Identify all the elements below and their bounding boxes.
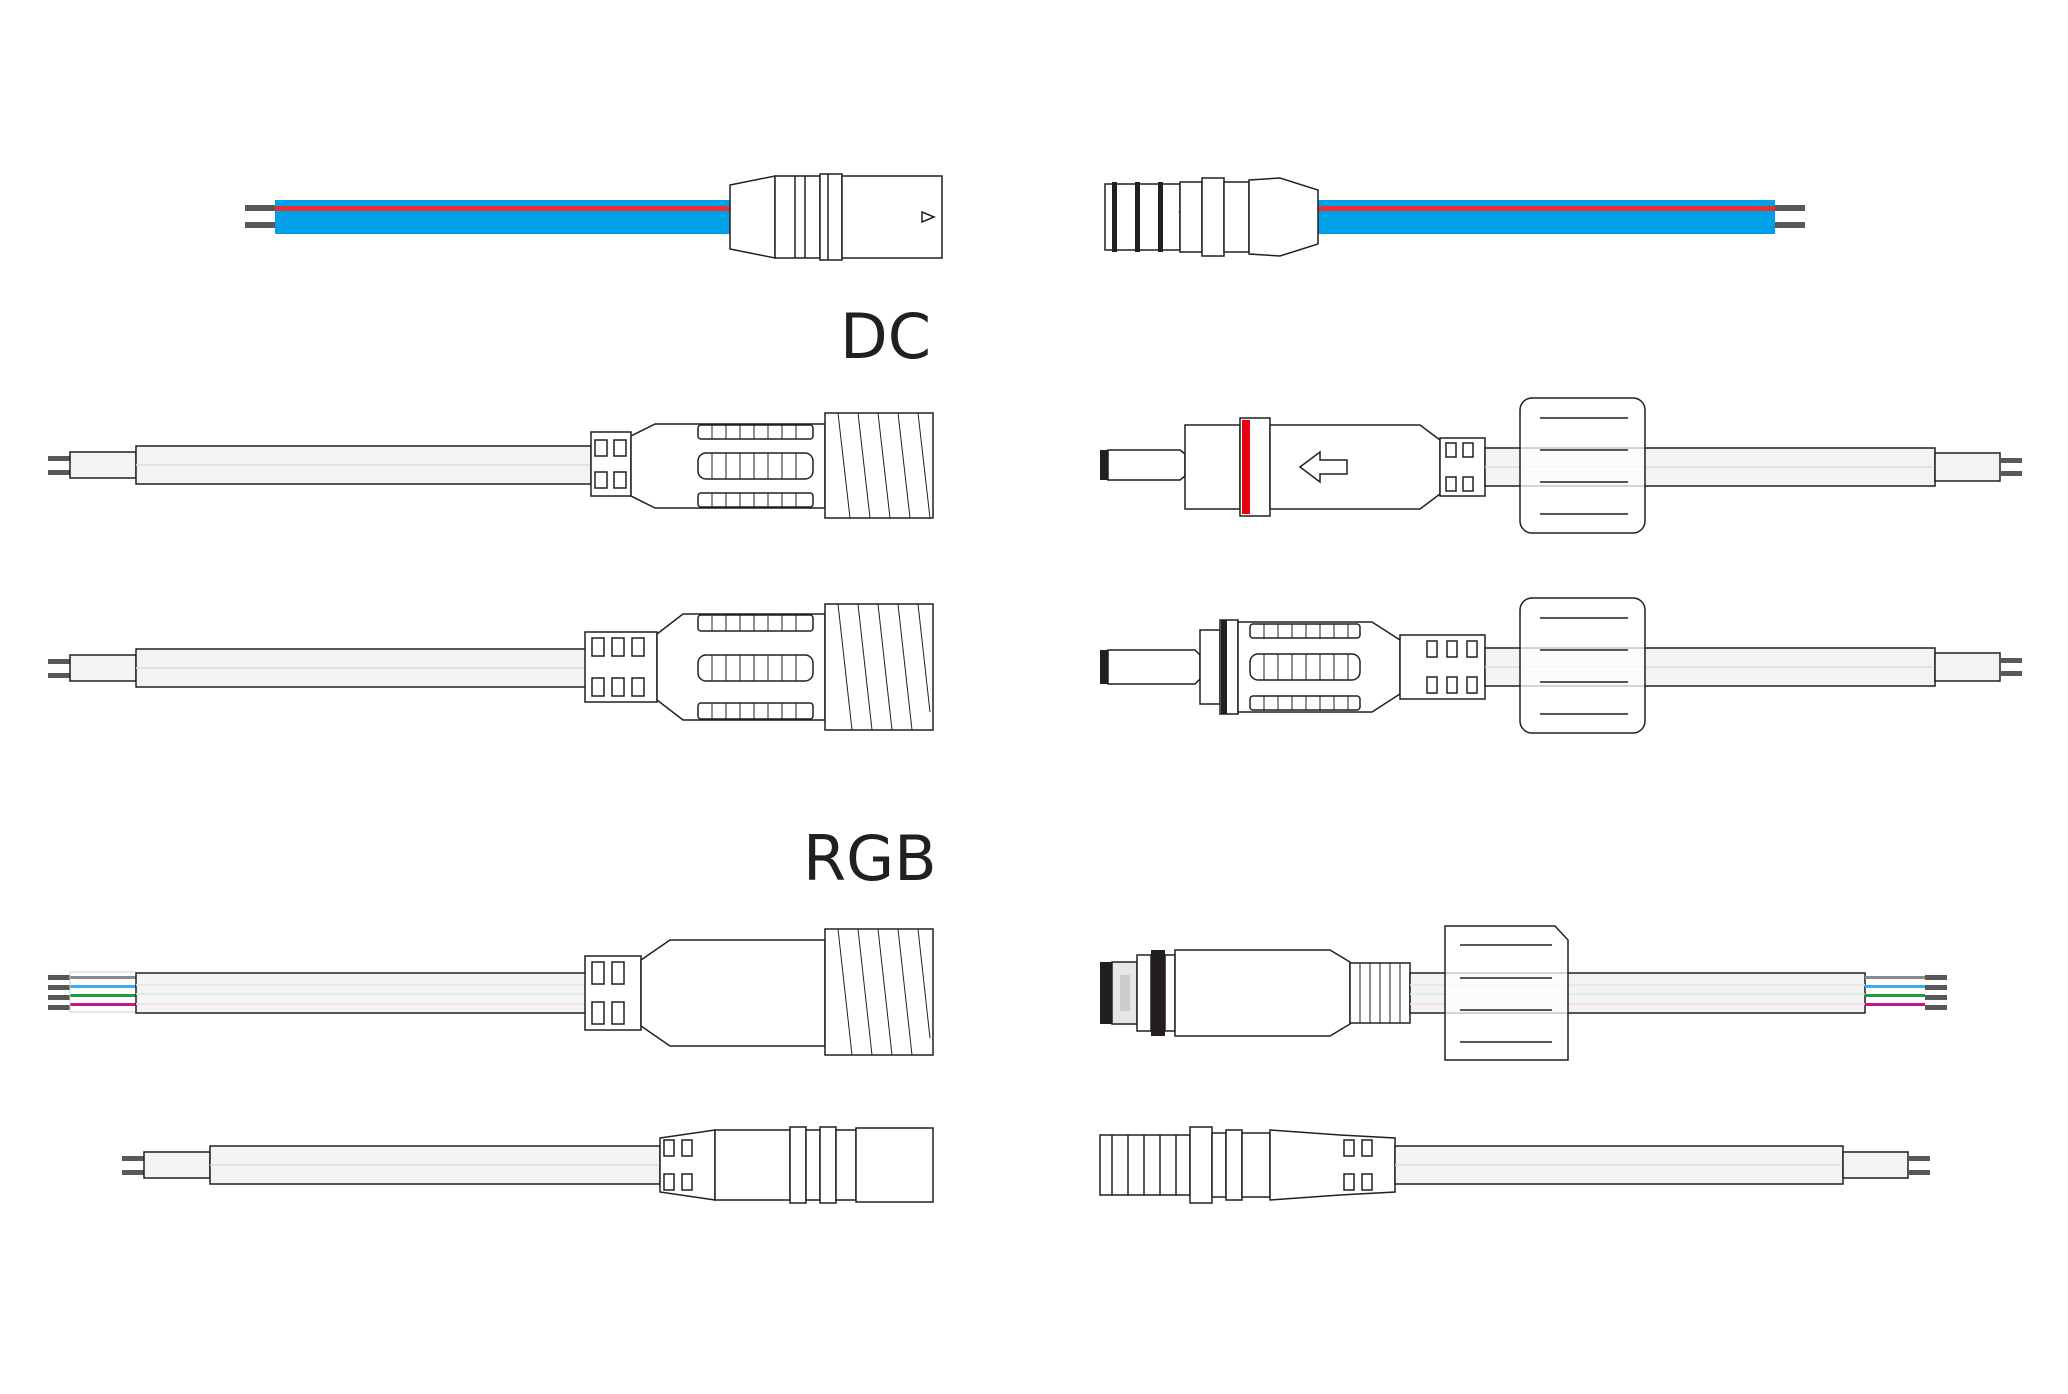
dc-female-waterproof-a (48, 412, 934, 519)
rgb-female-waterproof (48, 928, 934, 1056)
dc-male-waterproof-a (1100, 397, 2022, 534)
dc-label: DC (840, 300, 931, 373)
bullet-male-white-cable (1099, 1126, 1930, 1204)
dc-female-blue-cable (245, 173, 943, 261)
dc-female-waterproof-b (48, 603, 934, 731)
dc-male-blue-cable (1104, 177, 1805, 257)
dc-male-waterproof-b (1100, 597, 2022, 734)
rgb-label: RGB (803, 822, 937, 895)
bullet-female-white-cable (122, 1126, 934, 1204)
rgb-male-waterproof (1100, 925, 1947, 1061)
